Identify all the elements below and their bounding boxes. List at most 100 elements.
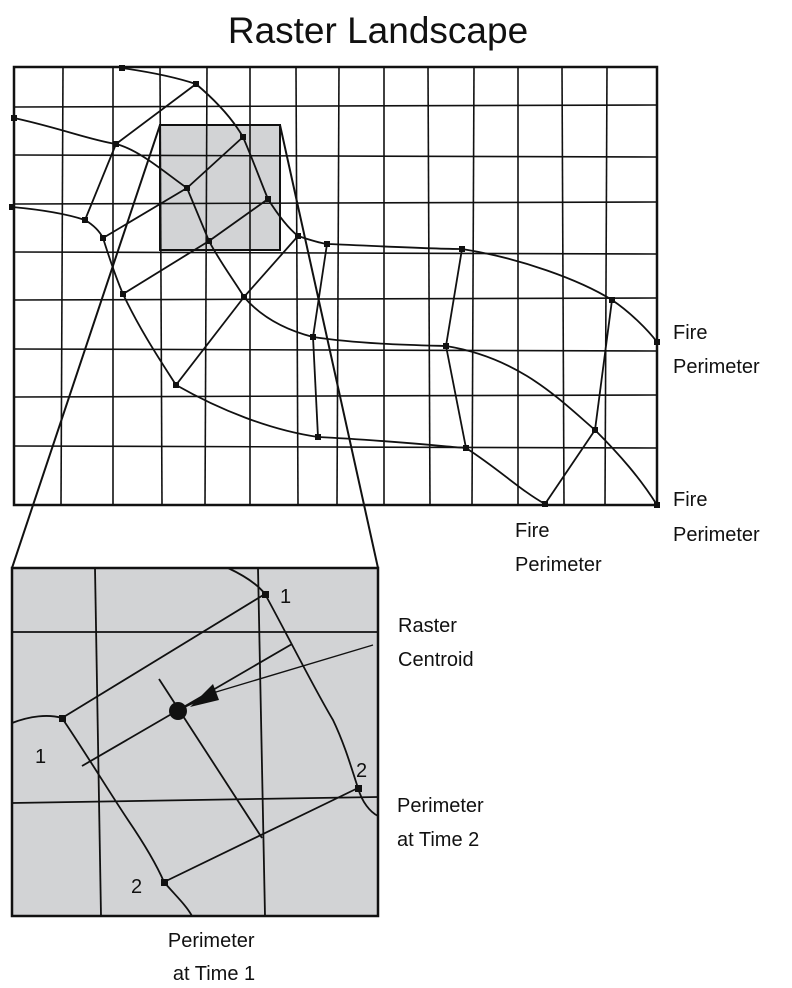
vertex-marker (206, 238, 212, 244)
inset-border (10, 566, 380, 918)
fire-perimeter-line (13, 117, 658, 506)
vertex-marker (119, 65, 125, 71)
vertex-marker (184, 185, 190, 191)
fire-perimeter-line (121, 67, 658, 343)
vertex-marker (262, 591, 269, 598)
raster-grid-line (471, 66, 475, 506)
vertex-marker (324, 241, 330, 247)
vertex-marker (459, 246, 465, 252)
perimeter-vertices (9, 65, 660, 508)
diagram-title: Raster Landscape (228, 10, 528, 51)
raster-grid-line (13, 201, 658, 205)
vertex-marker (11, 115, 17, 121)
raster-grid-line (295, 66, 299, 506)
vertex-marker (193, 81, 199, 87)
label-line: Fire (673, 489, 707, 511)
vertex-marker (355, 785, 362, 792)
vertex-marker (654, 339, 660, 345)
fire-perimeter-line (544, 429, 596, 505)
raster-grid-line (13, 154, 658, 158)
fire-perimeter-line (122, 240, 210, 295)
raster-grid-line (13, 348, 658, 352)
perimeter-time1-curve (11, 715, 193, 917)
perimeter-time2-label: Perimeter at Time 2 (397, 795, 489, 851)
vertex-marker (315, 434, 321, 440)
fire-perimeter-line (312, 243, 328, 338)
vertex-marker (100, 235, 106, 241)
zoom-line-left (11, 124, 161, 569)
label-line: Perimeter (515, 554, 602, 576)
perimeter-segment (61, 593, 266, 719)
vertex-marker (113, 141, 119, 147)
fire-perimeter-line (115, 83, 197, 145)
raster-grid-line (204, 66, 208, 506)
vertex-marker (295, 233, 301, 239)
raster-grid-line (13, 394, 658, 398)
vertex-number-2-right: 2 (356, 760, 367, 782)
vertex-number-2-bottom: 2 (131, 876, 142, 898)
arrowhead-icon (190, 684, 219, 707)
vertex-marker (9, 204, 15, 210)
fire-perimeter-line (445, 345, 467, 449)
vertex-marker (265, 196, 271, 202)
fire-perimeter-line (243, 235, 299, 298)
vertex-marker (592, 427, 598, 433)
highlighted-raster-cell (159, 124, 281, 251)
raster-grid-line (561, 66, 565, 506)
raster-grid-line (159, 66, 163, 506)
raster-grid (13, 66, 658, 506)
inset-grid-line (11, 796, 379, 804)
inset-background (12, 568, 378, 916)
vertex-marker (310, 334, 316, 340)
perimeter-time2-curve (264, 593, 379, 817)
label-line: Perimeter (673, 524, 760, 546)
raster-grid-line (13, 104, 658, 108)
raster-grid-line (604, 66, 608, 506)
vertex-marker (241, 294, 247, 300)
vertex-marker (463, 445, 469, 451)
fire-perimeter-line (102, 187, 188, 239)
raster-grid-line (60, 66, 64, 506)
inset-grid-line (94, 567, 102, 917)
label-line: at Time 1 (173, 963, 255, 985)
fire-perimeter-label-right: Fire Perimeter (673, 489, 760, 546)
raster-grid-line (336, 66, 340, 506)
fire-perimeter-label-upper: Fire Perimeter (673, 322, 760, 378)
fire-perimeter-line (84, 143, 117, 221)
fire-perimeter-line (594, 299, 613, 431)
label-line: Perimeter (673, 356, 760, 378)
inset-grid (11, 567, 379, 917)
label-line: Fire (515, 520, 549, 542)
centroid-pointer-line (215, 644, 374, 693)
raster-centroid-point (169, 702, 187, 720)
fire-perimeter-line (208, 198, 269, 242)
inset-vertices (59, 591, 362, 886)
fire-perimeter-line (186, 136, 244, 189)
vertex-marker (609, 297, 615, 303)
raster-centroid-label: Raster Centroid (398, 615, 474, 671)
fire-perimeter-label-bottom: Fire Perimeter (515, 520, 602, 576)
fire-perimeter-line (312, 336, 319, 438)
vertex-marker (161, 879, 168, 886)
zoom-line-right (279, 124, 379, 569)
vertex-marker (542, 501, 548, 507)
vertex-number-1-top: 1 (280, 586, 291, 608)
zoomed-raster-cell: 1 1 2 2 (10, 566, 380, 918)
label-line: Raster (398, 615, 457, 637)
fire-perimeter-network (11, 67, 658, 506)
label-line: at Time 2 (397, 829, 479, 851)
raster-grid-line (13, 251, 658, 255)
raster-landscape (12, 65, 659, 507)
label-line: Fire (673, 322, 707, 344)
vertex-marker (443, 343, 449, 349)
raster-grid-line (13, 445, 658, 449)
vertex-marker (240, 134, 246, 140)
label-line: Perimeter (168, 930, 255, 952)
vertex-marker (82, 217, 88, 223)
raster-border (12, 65, 659, 507)
vertex-marker (120, 291, 126, 297)
inset-grid-line (257, 567, 266, 917)
vertex-marker (59, 715, 66, 722)
